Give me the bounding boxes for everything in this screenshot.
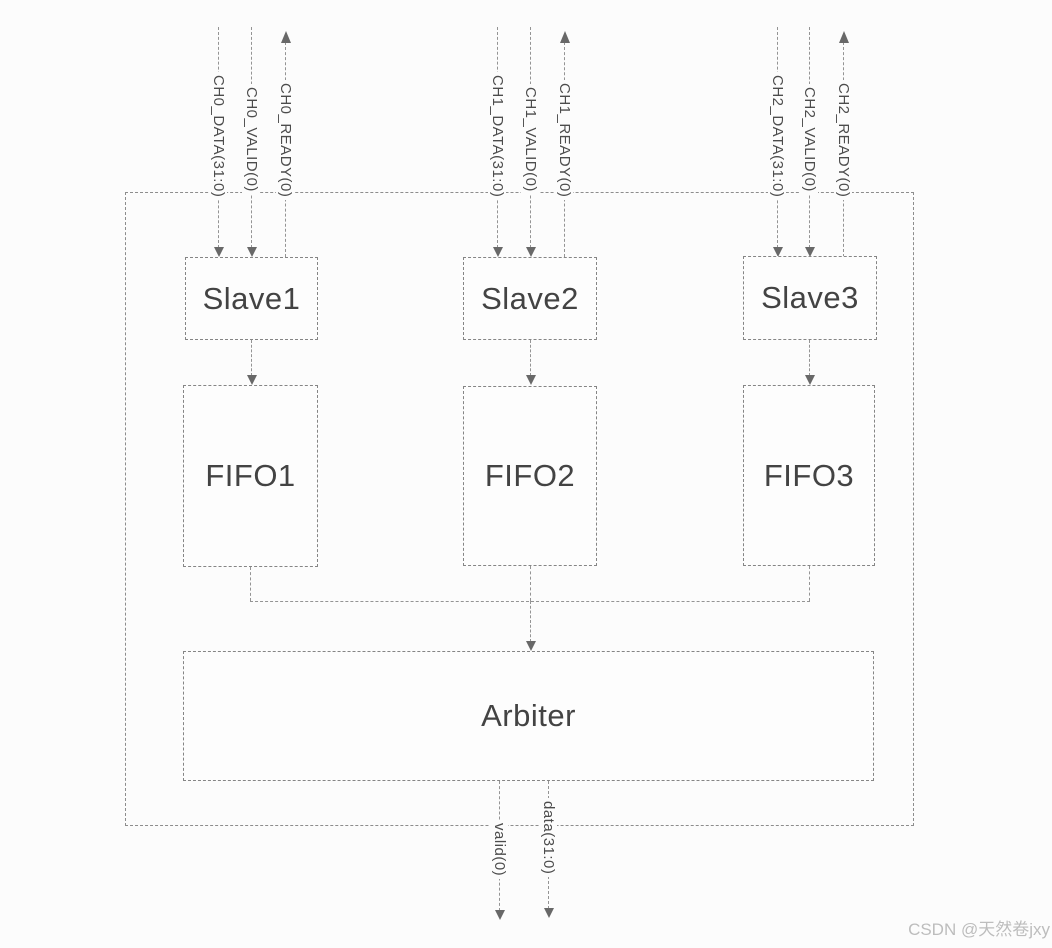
ch2-data-arrowhead [773, 247, 783, 257]
slave3-fifo3-arrowhead [805, 375, 815, 385]
slave2-fifo2-arrowhead [526, 375, 536, 385]
output-data-arrowhead [544, 908, 554, 918]
ch2-ready-arrowhead [839, 31, 849, 43]
ch1-ready-arrowhead [560, 31, 570, 43]
fifo1-label: FIFO1 [205, 458, 296, 493]
ch0-ready-label: CH0_READY(0) [276, 80, 294, 201]
fifo2-label: FIFO2 [484, 458, 576, 493]
fifo2-box: FIFO2 [463, 386, 597, 566]
output-valid-label: valid(0) [490, 820, 508, 880]
fifo2-bus-stub [530, 566, 531, 601]
slave1-label: Slave1 [202, 280, 301, 316]
slave1-fifo1-line [251, 340, 252, 376]
ch2-ready-label: CH2_READY(0) [834, 80, 852, 201]
output-data-label: data(31:0) [539, 798, 557, 878]
bus-arbiter-line [530, 601, 531, 642]
slave3-fifo3-line [809, 340, 810, 376]
ch1-valid-arrowhead [526, 247, 536, 257]
bus-arbiter-arrowhead [526, 641, 536, 651]
fifo3-bus-stub [809, 566, 810, 601]
csdn-watermark: CSDN @天然卷jxy [908, 920, 1050, 939]
ch2-data-label: CH2_DATA(31:0) [768, 72, 786, 201]
slave2-label: Slave2 [481, 280, 579, 316]
ch0-ready-arrowhead [281, 31, 291, 43]
slave1-fifo1-arrowhead [247, 375, 257, 385]
fifo3-label: FIFO3 [763, 457, 855, 493]
module-boundary-box [125, 192, 914, 826]
fifo1-box: FIFO1 [183, 385, 318, 567]
output-valid-arrowhead [495, 910, 505, 920]
arbiter-label: Arbiter [481, 698, 576, 733]
slave3-label: Slave3 [761, 280, 859, 315]
ch1-valid-label: CH1_VALID(0) [521, 84, 539, 195]
ch0-valid-label: CH0_VALID(0) [242, 84, 260, 195]
ch1-ready-label: CH1_READY(0) [555, 80, 573, 201]
slave3-box: Slave3 [743, 256, 877, 340]
slave2-box: Slave2 [463, 257, 597, 340]
fifo1-bus-stub [250, 567, 251, 601]
slave2-fifo2-line [530, 340, 531, 376]
ch1-data-arrowhead [493, 247, 503, 257]
ch1-data-label: CH1_DATA(31:0) [488, 72, 506, 201]
ch2-valid-label: CH2_VALID(0) [800, 84, 818, 195]
ch0-data-label: CH0_DATA(31:0) [209, 72, 227, 201]
ch0-valid-arrowhead [247, 247, 257, 257]
fifo3-box: FIFO3 [743, 385, 875, 566]
ch2-valid-arrowhead [805, 247, 815, 257]
arbiter-box: Arbiter [183, 651, 874, 781]
slave1-box: Slave1 [185, 257, 318, 340]
ch0-data-arrowhead [214, 247, 224, 257]
